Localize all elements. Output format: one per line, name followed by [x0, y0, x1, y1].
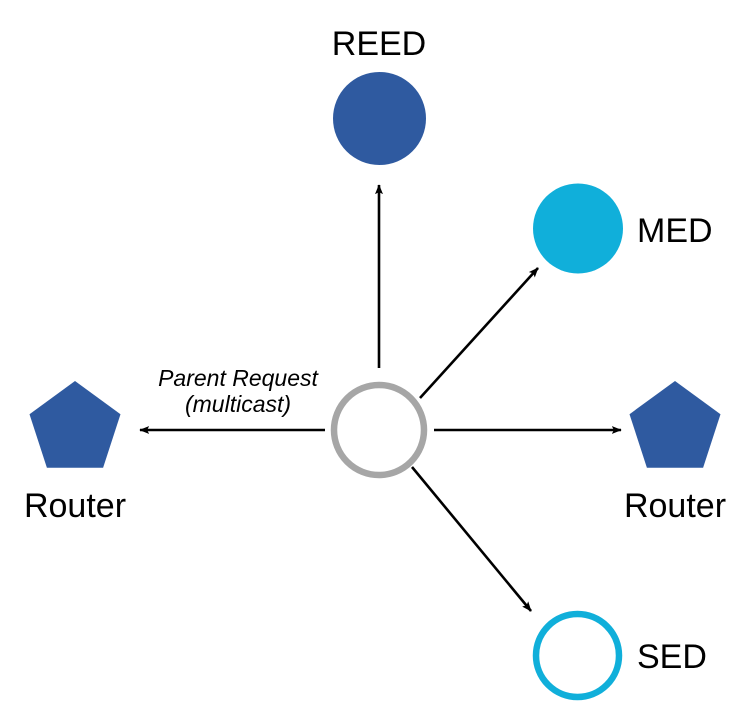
label-router-right: Router — [624, 487, 726, 525]
nodes-layer — [29, 72, 721, 701]
edge-label-parent-request-line1: Parent Request — [158, 365, 319, 391]
labels-layer: REED MED Router SED Router Parent Reques… — [24, 25, 726, 676]
node-router-left[interactable] — [29, 381, 121, 468]
edges-layer — [139, 184, 622, 612]
edge-to-med — [419, 267, 539, 399]
edge-label-parent-request-line2: (multicast) — [185, 391, 291, 417]
label-router-left: Router — [24, 487, 126, 525]
node-reed[interactable] — [333, 72, 426, 165]
edge-to-sed — [410, 466, 533, 612]
node-med[interactable] — [533, 183, 623, 274]
node-sed[interactable] — [532, 610, 623, 701]
label-reed: REED — [332, 25, 426, 63]
node-router-right[interactable] — [629, 381, 721, 468]
label-med: MED — [637, 212, 713, 250]
label-sed: SED — [637, 638, 707, 676]
node-center-joining-device[interactable] — [330, 381, 428, 479]
